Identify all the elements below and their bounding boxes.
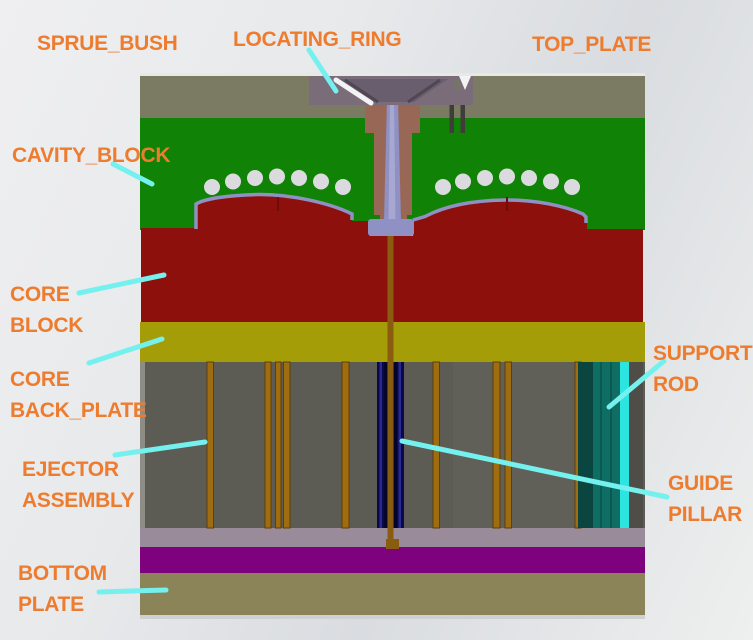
cooling-channel-dot — [291, 170, 307, 186]
ejector-housing-left-edge — [140, 362, 145, 528]
bottom-plate-shape — [140, 573, 645, 615]
ejector-pin — [492, 361, 501, 529]
ejector-pin — [206, 361, 214, 529]
label-support-rod: SUPPORT ROD — [653, 338, 753, 400]
ejector-base-plate-shape — [140, 547, 645, 573]
ejector-housing-light-band — [453, 362, 578, 528]
funnel-highlight — [333, 77, 374, 106]
cooling-channel-dot — [521, 170, 537, 186]
leader-bottom-plate — [96, 587, 169, 595]
parting-line-right-cavity — [412, 198, 588, 223]
support-rod-highlight — [620, 362, 629, 528]
ejector-pin — [264, 361, 272, 529]
cooling-channel-dot — [543, 173, 559, 190]
label-core-block: CORE BLOCK — [10, 279, 83, 341]
locating-ring-shape — [309, 76, 473, 133]
guide-pillar-stripe-dark — [394, 362, 397, 528]
leader-lines — [76, 47, 670, 595]
label-sprue-bush: SPRUE_BUSH — [37, 32, 178, 55]
ejector-pin — [504, 361, 512, 529]
support-rod-shape — [578, 362, 643, 528]
guide-pillar-stripe — [398, 362, 401, 528]
leader-locating-ring — [306, 47, 339, 94]
cooling-channel-dot — [477, 170, 493, 186]
funnel-edge-right — [407, 78, 441, 104]
label-core-back-plate-line1: CORE — [10, 368, 70, 391]
label-ejector-assembly: EJECTOR ASSEMBLY — [22, 454, 135, 516]
label-cavity-block: CAVITY_BLOCK — [12, 144, 171, 167]
leader-core-block — [76, 272, 167, 296]
label-guide-pillar-line2: PILLAR — [668, 503, 743, 526]
label-core-back-plate-line2: BACK_PLATE — [10, 399, 147, 422]
label-core-block-line1: CORE — [10, 283, 70, 306]
cooling-channel-dot — [269, 168, 285, 185]
cooling-channel-dot — [247, 170, 263, 186]
sprue-puller-foot — [386, 539, 399, 549]
leader-ejector-assembly — [112, 439, 208, 458]
leader-core-back-plate — [86, 336, 165, 366]
mold-bottom-shadow — [140, 615, 645, 619]
runner-bar — [368, 219, 414, 236]
label-top-plate: TOP_PLATE — [532, 33, 652, 56]
label-support-rod-line2: ROD — [653, 373, 699, 396]
cooling-channel-dot — [335, 179, 351, 195]
label-core-back-plate: CORE BACK_PLATE — [10, 364, 147, 426]
cooling-channel-dot — [455, 173, 471, 190]
leader-guide-pillar — [399, 438, 670, 500]
ejector-pin — [283, 361, 291, 529]
ring-screw-lower — [460, 105, 465, 133]
support-rod-streak — [600, 362, 602, 528]
parting-line-group — [194, 192, 588, 229]
parting-line-left-cavity — [194, 192, 354, 229]
ejector-pin — [275, 361, 282, 529]
label-guide-pillar: GUIDE PILLAR — [668, 468, 742, 530]
ring-corner-highlight — [459, 76, 471, 90]
label-bottom-plate: BOTTOM PLATE — [18, 558, 107, 620]
sprue-system — [365, 100, 420, 549]
guide-pillar-stripe — [379, 362, 382, 528]
cooling-channel-dot — [564, 179, 580, 195]
leader-support-rod — [606, 358, 667, 410]
ejector-pin — [432, 361, 440, 529]
funnel-edge-left — [344, 78, 379, 104]
support-rod-streak — [610, 362, 612, 528]
sprue-puller-rod — [387, 236, 394, 541]
label-locating-ring: LOCATING_RING — [233, 28, 402, 51]
label-ejector-assembly-line1: EJECTOR — [22, 458, 119, 481]
top-plate-top-highlight — [140, 73, 645, 77]
support-rod-body — [593, 362, 620, 528]
label-core-block-line2: BLOCK — [10, 314, 84, 337]
sprue-channel-highlight — [388, 100, 396, 221]
label-support-rod-line1: SUPPORT — [653, 342, 753, 365]
cooling-channel-dot — [313, 173, 329, 190]
support-rod-right-gap — [629, 362, 643, 528]
support-rod-dark-edge — [578, 362, 593, 528]
ring-screw-lower — [449, 105, 454, 133]
cooling-channel-dot — [499, 168, 515, 185]
guide-pillar-stripe-dark — [384, 362, 387, 528]
ejector-pin — [341, 361, 350, 529]
leader-cavity-block — [110, 161, 155, 187]
cooling-channel-dot — [204, 179, 220, 195]
cooling-channels — [204, 168, 580, 195]
label-guide-pillar-line1: GUIDE — [668, 472, 734, 495]
label-bottom-plate-line1: BOTTOM — [18, 562, 107, 585]
cooling-channel-dot — [435, 179, 451, 195]
label-ejector-assembly-line2: ASSEMBLY — [22, 489, 135, 512]
label-bottom-plate-line2: PLATE — [18, 593, 84, 616]
ring-screw-gap — [454, 79, 461, 92]
cooling-channel-dot — [225, 173, 241, 190]
